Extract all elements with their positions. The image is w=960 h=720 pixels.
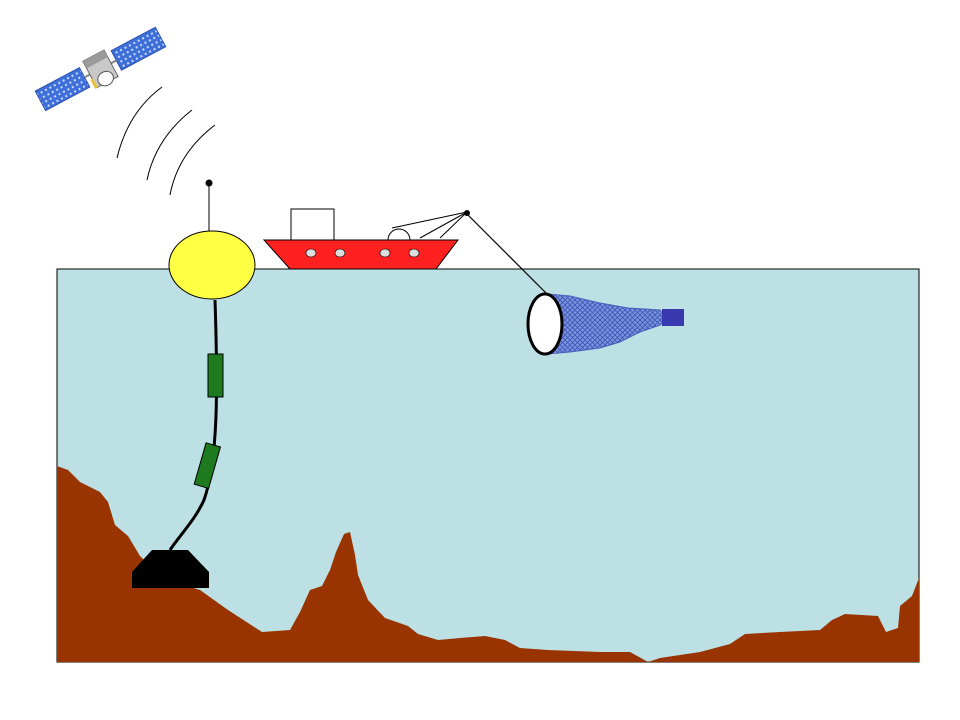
satellite-icon: [33, 24, 169, 117]
signal-wave: [147, 110, 192, 180]
solar-panel: [35, 68, 89, 111]
ship-hull: [264, 240, 458, 269]
porthole: [306, 249, 316, 257]
research-ship: [264, 209, 470, 269]
porthole: [409, 249, 419, 257]
ship-boom: [392, 212, 467, 228]
net-ring: [528, 294, 562, 354]
solar-panel: [111, 27, 165, 70]
instrument-sensor: [208, 354, 223, 397]
signal-wave: [117, 87, 162, 158]
ship-cabin: [291, 209, 334, 240]
ship-winch: [388, 229, 410, 240]
surface-buoy: [169, 231, 255, 299]
radio-signal-waves: [117, 87, 215, 195]
buoy-antenna-tip: [206, 180, 213, 187]
porthole: [335, 249, 345, 257]
net-cod-end: [662, 309, 684, 326]
ship-boom-tip: [464, 210, 470, 216]
porthole: [380, 249, 390, 257]
